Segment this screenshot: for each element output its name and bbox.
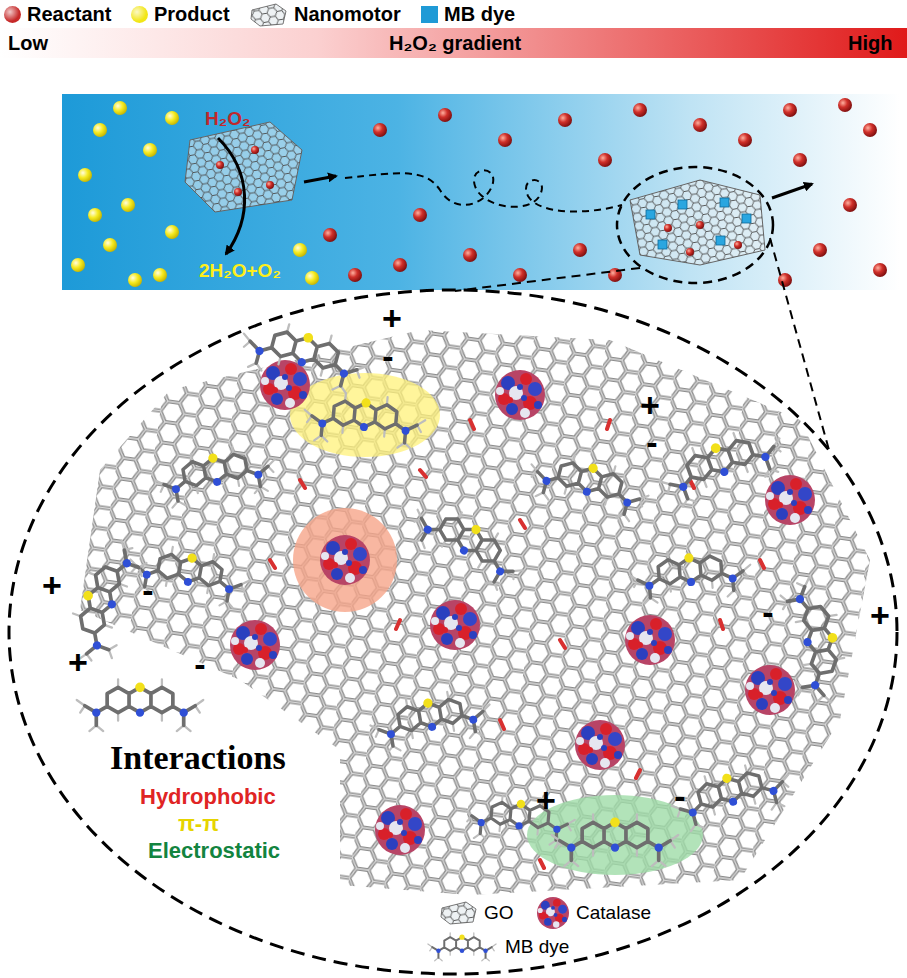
product-label: 2H₂O+O₂ [199,260,281,282]
legend-text: GO [484,902,514,924]
charge-plus: + [382,301,402,335]
legend-text: Nanomotor [294,3,401,26]
legend-text: Catalase [576,902,651,924]
catalase-sample [536,896,570,930]
charge-plus: + [536,783,556,817]
legend-text: Product [154,3,230,26]
charge-plus: + [640,388,660,422]
hydrophobic-label: Hydrophobic [140,784,276,809]
gradient-low: Low [8,32,48,55]
charge-minus: - [194,647,205,681]
interactions-heading: Interactions [110,738,286,777]
charge-plus: + [870,598,890,632]
legend-ball [4,6,21,23]
legend-text: MB dye [444,3,515,26]
charge-minus: - [382,339,393,373]
mb-molecule-sample [425,930,499,964]
reactant-label: H₂O₂ [205,108,250,130]
charge-minus: - [674,779,685,813]
graphene-sample [250,3,288,27]
graphene-sample [440,901,478,925]
charge-minus: - [646,425,657,459]
charge-plus: + [68,645,88,679]
gradient-high: High [848,32,892,55]
charge-minus: - [762,595,773,629]
charge-plus: + [42,568,62,602]
charge-minus: - [142,573,153,607]
legend-text: Reactant [27,3,111,26]
legend-text: MB dye [505,936,569,958]
reaction-panel: H₂O₂ 2H₂O+O₂ [62,94,900,290]
pi-pi-label: π-π [178,811,219,836]
legend-square [421,6,438,23]
electrostatic-label: Electrostatic [148,838,280,863]
gradient-title: H₂O₂ gradient [389,32,521,55]
legend-ball [131,6,148,23]
